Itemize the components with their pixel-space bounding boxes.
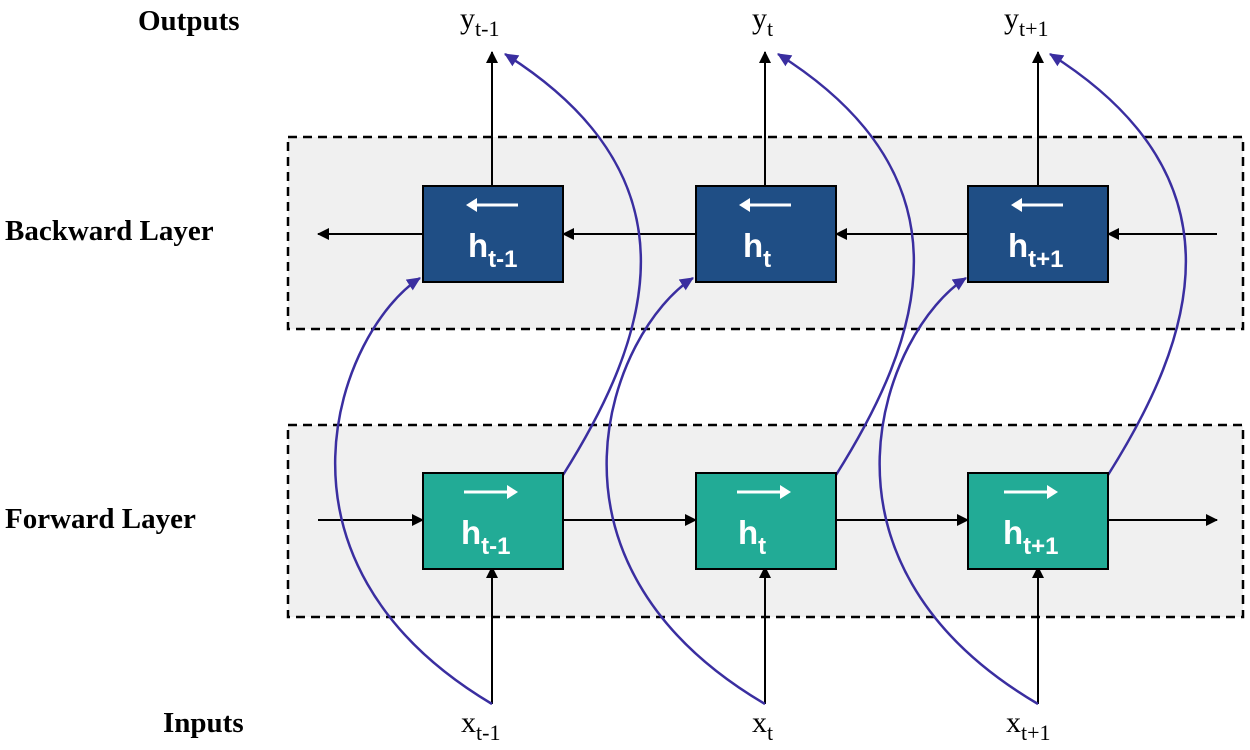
backward-state-0: ht-1 — [422, 185, 564, 283]
output-label-0: yt-1 — [460, 2, 499, 41]
backward-state-label: ht — [743, 227, 771, 273]
backward-state-label: ht-1 — [468, 227, 518, 273]
output-label-1: yt — [752, 2, 773, 41]
input-to-backward-curve-1 — [605, 276, 766, 706]
left-arrow-icon — [1011, 198, 1063, 212]
input-to-backward-curve-2 — [878, 276, 1039, 706]
input-label-1: xt — [752, 706, 773, 745]
left-arrow-icon — [466, 198, 518, 212]
input-label-2: xt+1 — [1006, 706, 1051, 745]
outputs-label: Outputs — [138, 5, 240, 37]
left-arrow-icon — [739, 198, 791, 212]
forward-state-0: ht-1 — [422, 472, 564, 570]
forward-to-output-curve-2 — [1049, 52, 1188, 476]
backward-state-box — [422, 185, 564, 283]
forward-state-box — [967, 472, 1109, 570]
backward-state-box — [967, 185, 1109, 283]
output-label-2: yt+1 — [1004, 2, 1049, 41]
backward-state-box — [695, 185, 837, 283]
forward-state-label: ht — [738, 514, 766, 560]
backward-state-label: ht+1 — [1008, 227, 1064, 273]
backward-layer-label: Backward Layer — [5, 215, 214, 247]
input-label-0: xt-1 — [461, 706, 500, 745]
right-arrow-icon — [464, 485, 518, 499]
backward-state-1: ht — [695, 185, 837, 283]
forward-state-label: ht+1 — [1003, 514, 1059, 560]
forward-state-2: ht+1 — [967, 472, 1109, 570]
backward-state-2: ht+1 — [967, 185, 1109, 283]
inputs-label: Inputs — [163, 707, 244, 739]
forward-state-box — [695, 472, 837, 570]
forward-to-output-curve-0 — [504, 52, 643, 476]
forward-to-output-curve-1 — [777, 52, 916, 476]
forward-state-label: ht-1 — [461, 514, 511, 560]
forward-layer-label: Forward Layer — [5, 503, 196, 535]
right-arrow-icon — [1004, 485, 1058, 499]
input-to-backward-curve-0 — [333, 276, 493, 706]
forward-state-1: ht — [695, 472, 837, 570]
right-arrow-icon — [737, 485, 791, 499]
forward-state-box — [422, 472, 564, 570]
